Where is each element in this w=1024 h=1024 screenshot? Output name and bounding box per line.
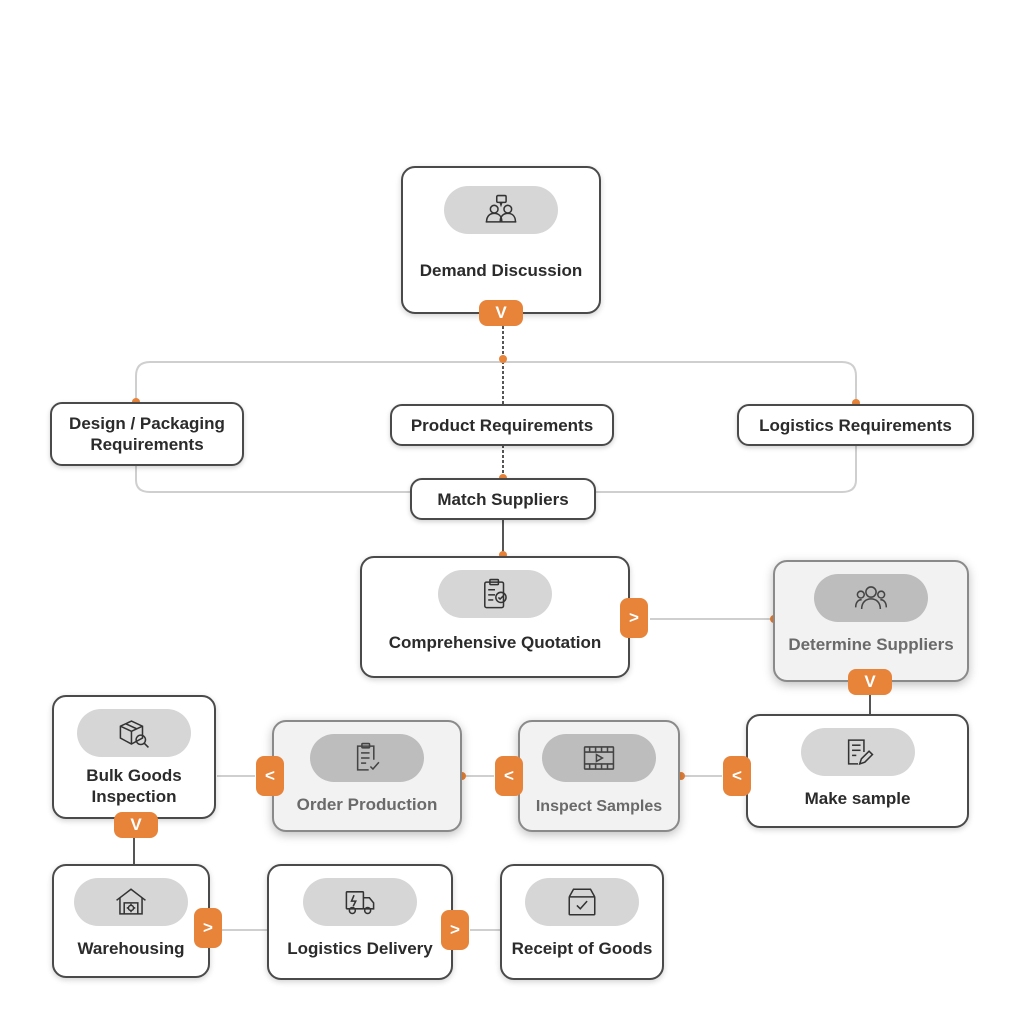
node-label: Bulk Goods Inspection [86,766,182,806]
arrow-down-badge: V [114,812,158,838]
arrow-left-badge: < [495,756,523,796]
tag-match-suppliers[interactable]: Match Suppliers [410,478,596,520]
node-label: Order Production [296,795,438,814]
arrow-right-badge: > [194,908,222,948]
connector-dot [852,399,860,407]
node-order-production[interactable]: Order Production [272,720,462,832]
connector-dot [458,772,466,780]
node-label: Receipt of Goods [511,939,653,958]
group-icon [814,574,928,622]
node-label: Logistics Delivery [287,939,433,958]
checklist-icon [310,734,424,782]
connector-dot [677,772,685,780]
box-check-icon [525,878,639,926]
node-label: Warehousing [77,939,185,958]
video-film-icon [542,734,656,782]
node-label: Make sample [804,789,911,808]
clipboard-check-icon [438,570,552,618]
delivery-truck-icon [303,878,417,926]
people-discussion-icon [444,186,558,234]
arrow-right-badge: > [441,910,469,950]
warehouse-icon [74,878,188,926]
box-search-icon [77,709,191,757]
connector-dot [499,355,507,363]
node-bulk-goods-inspection[interactable]: Bulk Goods Inspection [52,695,216,819]
arrow-left-badge: < [256,756,284,796]
arrow-left-badge: < [723,756,751,796]
tag-design-packaging-requirements[interactable]: Design / Packaging Requirements [50,402,244,466]
node-logistics-delivery[interactable]: Logistics Delivery [267,864,453,980]
arrow-down-badge: V [848,669,892,695]
node-receipt-of-goods[interactable]: Receipt of Goods [500,864,664,980]
node-inspect-samples[interactable]: Inspect Samples [518,720,680,832]
node-label: Demand Discussion [419,261,583,280]
node-label: Determine Suppliers [788,635,954,654]
node-make-sample[interactable]: Make sample [746,714,969,828]
arrow-right-badge: > [620,598,648,638]
edit-document-icon [800,728,915,776]
node-label: Comprehensive Quotation [388,633,602,652]
node-determine-suppliers[interactable]: Determine Suppliers [773,560,969,682]
node-demand-discussion[interactable]: Demand Discussion [401,166,601,314]
connector-dot [499,551,507,559]
tag-product-requirements[interactable]: Product Requirements [390,404,614,446]
arrow-down-badge: V [479,300,523,326]
node-comprehensive-quotation[interactable]: Comprehensive Quotation [360,556,630,678]
tag-logistics-requirements[interactable]: Logistics Requirements [737,404,974,446]
node-label: Inspect Samples [535,798,663,815]
node-warehousing[interactable]: Warehousing [52,864,210,978]
